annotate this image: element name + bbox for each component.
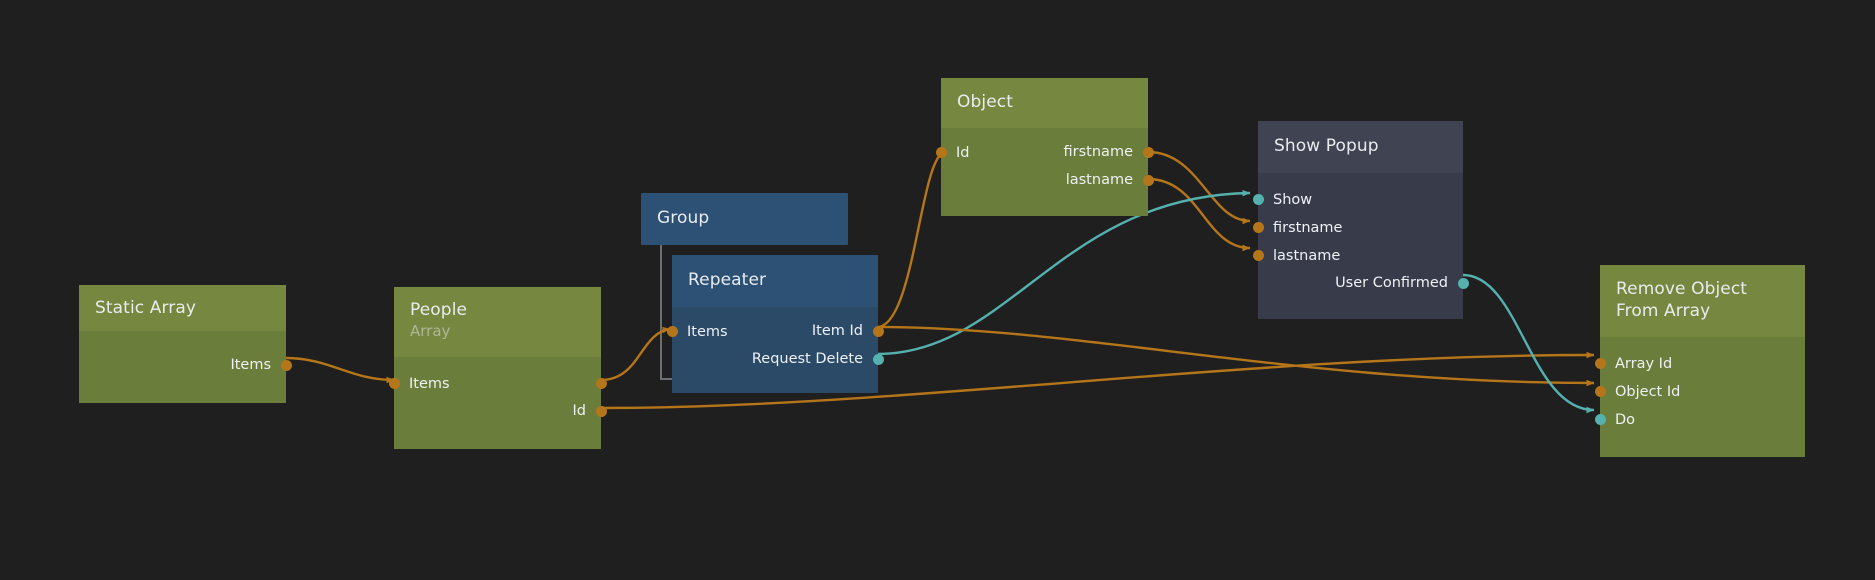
port-repeater-items-label: Items (687, 324, 728, 340)
node-repeater-title: Repeater (688, 270, 767, 290)
node-people[interactable]: People Array Items Id (388, 287, 607, 449)
port-dot-repeater-request-delete[interactable] (872, 353, 884, 365)
wire-repeater-itemid-to-remove-objectid (876, 325, 1595, 387)
port-people-items-label: Items (409, 376, 450, 392)
port-dot-show-popup-user-confirmed[interactable] (1457, 277, 1469, 289)
port-remove-array-id-label: Array Id (1615, 356, 1673, 372)
node-show-popup-header: Show Popup (1258, 121, 1463, 173)
port-remove-array-id[interactable]: Array Id (1594, 349, 1805, 377)
node-people-header: People Array (394, 287, 601, 357)
node-people-subtitle: Array (410, 322, 451, 340)
port-people-id-label: Id (572, 403, 586, 419)
node-object-title: Object (957, 92, 1013, 112)
port-dot-remove-object-id[interactable] (1594, 385, 1606, 397)
port-object-id-label: Id (956, 145, 970, 161)
port-dot-object-lastname[interactable] (1142, 174, 1154, 186)
node-object[interactable]: Object Id firstname lastname (935, 78, 1154, 216)
node-static-array-body: Items (79, 331, 292, 403)
port-static-array-items-label: Items (230, 357, 271, 373)
port-show-popup-lastname[interactable]: lastname (1252, 241, 1463, 269)
port-people-items[interactable]: Items (388, 369, 607, 397)
node-remove-object-from-array-body: Array Id Object Id Do (1594, 337, 1805, 457)
node-show-popup[interactable]: Show Popup Show firstname lastname User … (1252, 121, 1469, 319)
port-dot-show-popup-lastname[interactable] (1252, 249, 1264, 261)
port-show-popup-show[interactable]: Show (1252, 185, 1463, 213)
port-static-array-items[interactable]: Items (79, 351, 292, 379)
node-static-array-header: Static Array (79, 285, 286, 331)
wire-staticarray-items-to-people-items (285, 356, 395, 384)
port-dot-remove-array-id[interactable] (1594, 357, 1606, 369)
port-dot-object-firstname[interactable] (1142, 146, 1154, 158)
node-show-popup-body: Show firstname lastname User Confirmed (1252, 173, 1469, 319)
node-static-array-title: Static Array (95, 298, 197, 318)
port-dot-people-items[interactable] (388, 377, 400, 389)
port-show-popup-firstname-label: firstname (1273, 220, 1343, 236)
port-object-firstname-label: firstname (1063, 144, 1133, 160)
node-remove-object-from-array-title: Remove Object From Array (1616, 279, 1748, 321)
node-show-popup-title: Show Popup (1274, 136, 1379, 156)
port-dot-object-id[interactable] (935, 146, 947, 158)
port-show-popup-show-label: Show (1273, 192, 1313, 208)
wire-object-firstname-to-showpopup-firstname (1147, 150, 1251, 225)
port-people-id[interactable]: Id (394, 397, 607, 425)
node-people-title: People (410, 300, 468, 320)
node-group-title: Group (657, 208, 710, 228)
port-remove-object-id[interactable]: Object Id (1594, 377, 1805, 405)
port-dot-remove-do[interactable] (1594, 413, 1606, 425)
port-dot-people-id[interactable] (595, 405, 607, 417)
port-object-lastname[interactable]: lastname (941, 166, 1154, 194)
port-show-popup-user-confirmed[interactable]: User Confirmed (1258, 269, 1469, 297)
wire-repeater-requestdelete-to-showpopup-show (876, 189, 1251, 356)
wire-showpopup-userconfirmed-to-remove-do (1462, 273, 1595, 414)
port-dot-show-popup-show[interactable] (1252, 193, 1264, 205)
node-object-header: Object (941, 78, 1148, 128)
port-object-lastname-label: lastname (1065, 172, 1133, 188)
port-dot-repeater-items[interactable] (666, 325, 678, 337)
wire-object-lastname-to-showpopup-lastname (1147, 177, 1251, 252)
node-people-body: Items Id (388, 357, 607, 449)
port-dot-repeater-itemid[interactable] (872, 325, 884, 337)
port-dot-show-popup-firstname[interactable] (1252, 221, 1264, 233)
port-remove-object-id-label: Object Id (1615, 384, 1681, 400)
port-remove-do-label: Do (1615, 412, 1636, 428)
port-remove-do[interactable]: Do (1594, 405, 1805, 433)
port-repeater-request-delete-label: Request Delete (751, 351, 863, 367)
node-repeater-header: Repeater (672, 255, 878, 307)
node-repeater-body: Items Item Id Request Delete (666, 307, 884, 393)
node-repeater[interactable]: Repeater Items Item Id Request Delete (666, 255, 884, 393)
node-group[interactable]: Group (641, 193, 848, 245)
node-group-header: Group (641, 193, 848, 245)
wire-group-to-repeater (660, 238, 672, 380)
wire-repeater-itemid-to-object-id (876, 149, 946, 329)
port-dot-static-array-items[interactable] (280, 359, 292, 371)
node-remove-object-from-array-header: Remove Object From Array (1600, 265, 1805, 337)
port-show-popup-user-confirmed-label: User Confirmed (1335, 275, 1448, 291)
port-object-id[interactable]: Id firstname (935, 138, 1154, 166)
wire-people-out-to-repeater-items (600, 326, 671, 382)
node-object-body: Id firstname lastname (935, 128, 1154, 216)
port-repeater-itemid-label: Item Id (811, 323, 863, 339)
port-repeater-items[interactable]: Items Item Id (666, 317, 884, 345)
node-static-array[interactable]: Static Array Items (79, 285, 292, 403)
port-repeater-request-delete[interactable]: Request Delete (672, 345, 884, 373)
port-show-popup-firstname[interactable]: firstname (1252, 213, 1463, 241)
port-show-popup-lastname-label: lastname (1273, 248, 1341, 264)
port-dot-people-output[interactable] (595, 377, 607, 389)
node-remove-object-from-array[interactable]: Remove Object From Array Array Id Object… (1594, 265, 1805, 457)
